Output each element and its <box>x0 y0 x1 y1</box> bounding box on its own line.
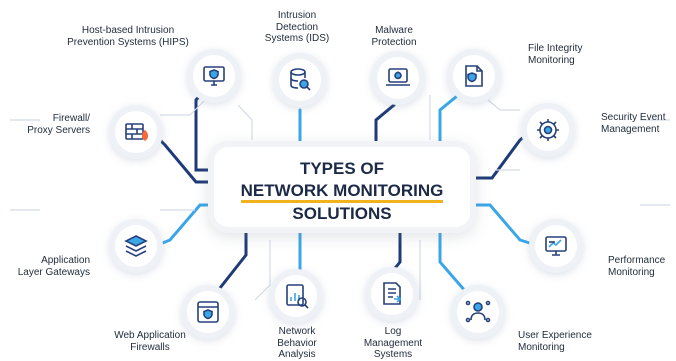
label-waf: Web Application Firewalls <box>114 330 186 353</box>
decor-line <box>254 240 271 301</box>
label-hips-line: Host-based Intrusion <box>81 25 175 36</box>
connector-firewall <box>150 130 216 184</box>
label-ux-line: Monitoring <box>518 341 565 353</box>
title-line-2: NETWORK MONITORING <box>240 181 444 203</box>
database-search-icon <box>279 59 321 101</box>
connector-log <box>390 225 402 274</box>
connector-fim <box>438 90 464 149</box>
label-alg-line: Layer Gateways <box>17 266 90 278</box>
diagram-title: TYPES OF NETWORK MONITORING SOLUTIONS <box>214 147 470 227</box>
decor-line <box>237 104 253 140</box>
label-firewall-line: Proxy Servers <box>27 124 90 136</box>
document-log-icon <box>371 273 413 315</box>
label-fim-line: File Integrity <box>528 43 583 54</box>
label-siem-line: Management <box>601 123 660 135</box>
label-nba-line: Behavior <box>277 337 317 349</box>
label-perf: Performance Monitoring <box>608 255 665 278</box>
title-line-2-wrap: NETWORK MONITORING <box>214 180 470 203</box>
label-nba-line: Analysis <box>278 349 316 360</box>
firewall-icon <box>115 111 157 153</box>
label-ids-line: Intrusion <box>277 10 317 21</box>
label-siem: Security Event Management <box>601 112 665 135</box>
connector-perf <box>468 203 538 247</box>
label-ids: Intrusion Detection Systems (IDS) <box>265 10 329 45</box>
label-firewall: Firewall/ Proxy Servers <box>27 113 90 136</box>
label-log-line: Log <box>384 326 402 337</box>
label-log: Log Management Systems <box>364 326 422 361</box>
label-fim: File Integrity Monitoring <box>528 43 582 66</box>
layers-icon <box>115 225 157 267</box>
label-ids-line: Detection <box>275 21 319 33</box>
label-alg: Application Layer Gateways <box>18 255 90 278</box>
label-nba-line: Network <box>278 326 316 337</box>
report-search-icon <box>275 275 317 317</box>
label-malware-line: Protection <box>371 36 417 48</box>
connector-siem <box>468 130 532 180</box>
title-line-3: SOLUTIONS <box>292 204 392 223</box>
label-perf-line: Performance <box>608 255 666 266</box>
label-log-line: Systems <box>373 349 413 360</box>
label-ux-line: User Experience <box>518 330 592 341</box>
label-hips: Host-based Intrusion Prevention Systems … <box>67 25 189 48</box>
file-shield-icon <box>453 55 495 97</box>
security-gear-icon <box>527 109 569 151</box>
label-ids-line: Systems (IDS) <box>264 33 330 44</box>
label-nba: Network Behavior Analysis <box>277 326 316 361</box>
label-firewall-line: Firewall/ <box>52 113 90 124</box>
label-perf-line: Monitoring <box>608 266 655 278</box>
label-log-line: Management <box>363 337 423 349</box>
label-waf-line: Firewalls <box>130 341 170 353</box>
label-ux: User Experience Monitoring <box>518 330 592 353</box>
label-waf-line: Web Application <box>114 330 186 341</box>
decor-line <box>160 99 206 116</box>
laptop-bug-icon <box>377 57 419 99</box>
label-hips-line: Prevention Systems (HIPS) <box>67 36 189 48</box>
performance-monitor-icon <box>535 225 577 267</box>
monitor-shield-icon <box>193 55 235 97</box>
title-line-1: TYPES OF <box>299 159 385 178</box>
user-experience-icon <box>457 291 499 333</box>
connector-alg <box>153 203 216 248</box>
connector-waf <box>216 225 248 298</box>
browser-shield-icon <box>187 291 229 333</box>
connector-ux <box>438 225 468 294</box>
label-malware: Malware Protection <box>371 25 416 48</box>
decor-line <box>487 99 520 111</box>
label-malware-line: Malware <box>375 25 413 36</box>
label-fim-line: Monitoring <box>528 54 575 66</box>
label-alg-line: Application <box>41 255 90 266</box>
label-siem-line: Security Event <box>601 112 666 123</box>
